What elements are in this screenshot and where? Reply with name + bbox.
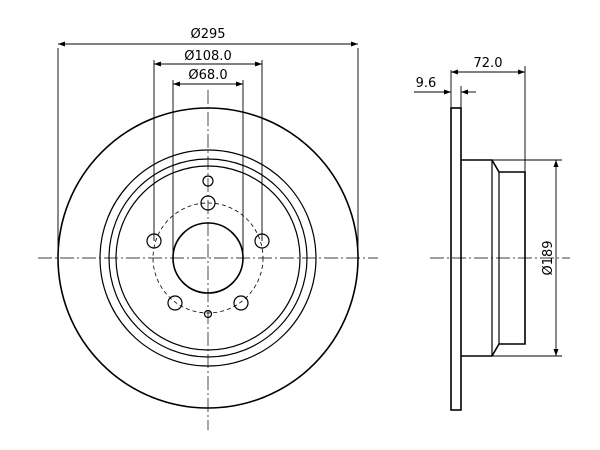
disc-friction-ring [450,107,462,411]
disc-thickness-label: 9.6 [416,76,437,91]
bolt-pitch-circle [152,202,264,314]
dimension-overall-width: 72.0 [450,56,526,172]
dimension-disc-thickness: 9.6 [414,76,476,108]
bolt-hole [233,295,249,311]
side-view [430,107,570,411]
hat-diameter-label: Ø189 [541,240,556,275]
bolt-hole [200,195,216,211]
outer-diameter-label: Ø295 [190,27,225,42]
hat-step-circle [108,158,308,358]
overall-width-label: 72.0 [474,56,503,71]
hat-inner-circle [115,165,301,351]
dimension-hat-diameter: Ø189 [492,159,562,357]
locating-hole [202,175,214,187]
bolt-hole [167,295,183,311]
locating-hole [203,309,213,319]
bore-label: Ø68.0 [188,68,227,83]
pcd-label: Ø108.0 [184,49,231,64]
front-view [38,90,378,430]
dimension-pcd: Ø108.0 [153,49,263,241]
dimension-outer-diameter: Ø295 [57,27,359,258]
dimension-bore: Ø68.0 [172,68,244,258]
hat-section [461,159,526,357]
hat-outer-circle [99,149,317,367]
